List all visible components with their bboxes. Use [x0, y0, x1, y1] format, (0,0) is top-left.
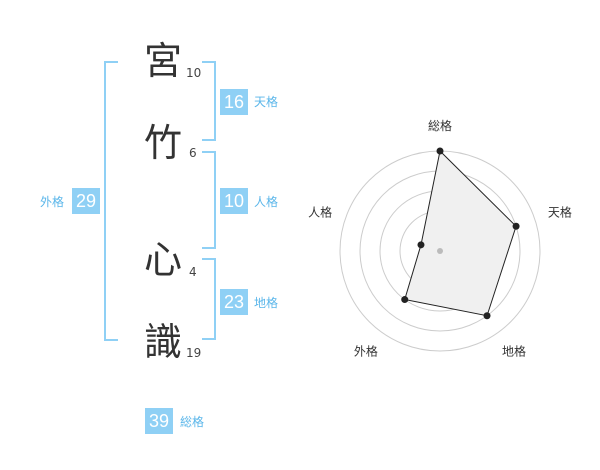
jinkaku-badge: 10: [220, 188, 248, 214]
radar-point: [483, 312, 491, 320]
stroke-count-4: 19: [186, 346, 202, 360]
stroke-count-2: 6: [189, 146, 197, 160]
radar-chart: 総格 天格 地格 外格 人格: [308, 118, 572, 358]
radar-points: [401, 147, 520, 320]
gaikaku-bracket: [104, 61, 118, 341]
name-char-1: 宮: [144, 39, 183, 83]
radar-center-dot: [437, 248, 443, 254]
chikaku-label: 地格: [254, 296, 279, 310]
radar-label-chikaku: 地格: [502, 343, 526, 358]
radar-label-soukaku: 総格: [428, 118, 452, 133]
name-char-3: 心: [144, 238, 183, 282]
radar-label-gaikaku: 外格: [354, 343, 378, 358]
radar-label-tenkaku: 天格: [548, 205, 572, 220]
radar-point: [401, 296, 409, 304]
jinkaku-bracket: [202, 151, 216, 249]
gaikaku-badge: 29: [72, 188, 100, 214]
gaikaku-label: 外格: [40, 195, 65, 209]
radar-point: [417, 241, 425, 249]
soukaku-badge: 39: [145, 408, 173, 434]
radar-point: [436, 147, 444, 155]
tenkaku-label: 天格: [254, 95, 279, 109]
chikaku-badge: 23: [220, 289, 248, 315]
tenkaku-bracket: [202, 61, 216, 141]
name-char-2: 竹: [144, 121, 183, 165]
chikaku-bracket: [202, 258, 216, 340]
radar-polygon: [404, 149, 517, 317]
radar-label-jinkaku: 人格: [308, 205, 332, 220]
soukaku-label: 総格: [180, 415, 205, 429]
tenkaku-badge: 16: [220, 89, 248, 115]
name-char-4: 識: [144, 320, 183, 364]
stroke-count-1: 10: [186, 66, 202, 80]
radar-point: [512, 222, 520, 230]
jinkaku-label: 人格: [254, 195, 279, 209]
stroke-count-3: 4: [189, 265, 197, 279]
